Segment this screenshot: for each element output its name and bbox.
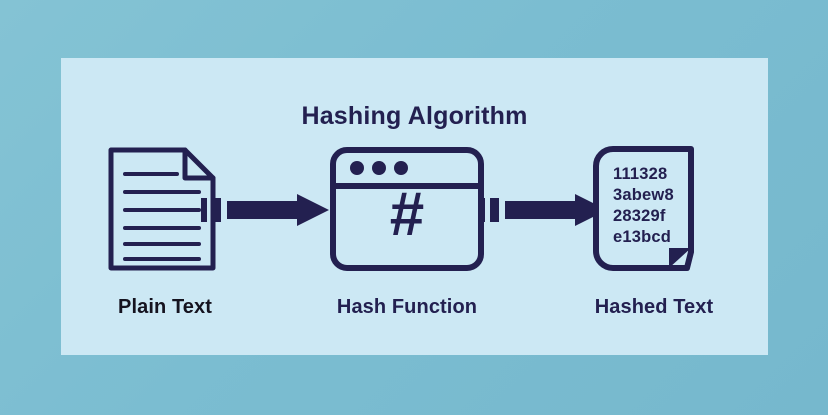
- hash-output-text: 111328 3abew8 28329f e13bcd: [613, 164, 699, 248]
- arrow-right-icon: [479, 194, 607, 226]
- page-title: Hashing Algorithm: [301, 102, 528, 130]
- document-icon: [108, 147, 216, 271]
- hash-line: 111328: [613, 165, 668, 183]
- arrow-plain-to-hash: [201, 192, 331, 228]
- browser-window-hash-icon: [330, 147, 484, 271]
- label-hash-function: Hash Function: [336, 296, 478, 318]
- arrow-right-icon: [201, 194, 329, 226]
- label-hashed-text: Hashed Text: [594, 296, 714, 318]
- hash-symbol: #: [389, 180, 425, 249]
- node-plain-text[interactable]: [103, 144, 227, 274]
- hash-line: 28329f: [613, 207, 666, 225]
- label-plain-text: Plain Text: [118, 296, 212, 318]
- node-hashed-text[interactable]: 111328 3abew8 28329f e13bcd: [591, 144, 715, 274]
- diagram-panel: Hashing Algorithm: [61, 58, 768, 355]
- flow-stage: # 111328 3abew8 28329f: [61, 144, 768, 274]
- hash-line: 3abew8: [613, 186, 674, 204]
- node-hash-function[interactable]: #: [327, 144, 487, 274]
- hashed-document-icon: [593, 146, 694, 271]
- arrow-hash-to-output: [479, 192, 609, 228]
- window-dots-icon: [350, 161, 408, 175]
- node-labels-row: Plain Text Hash Function Hashed Text: [61, 296, 768, 330]
- hash-line: e13bcd: [613, 228, 672, 246]
